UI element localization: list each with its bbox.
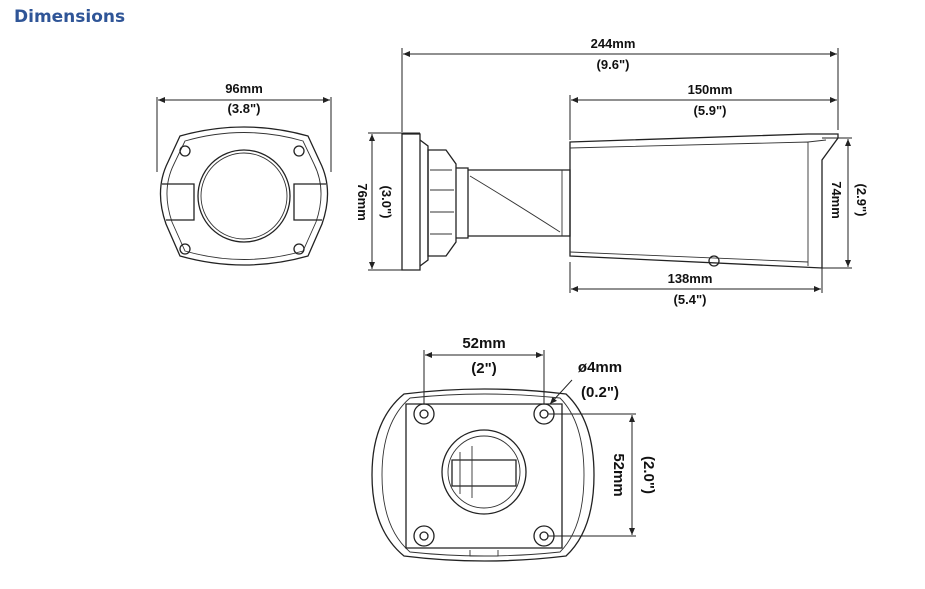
screw-icon [293, 243, 305, 255]
base-view: 52mm (2") ø4mm (0.2") 52mm (2.0") [371, 335, 657, 562]
lens-circle [197, 149, 291, 243]
base-length-mm-label: 138mm [668, 271, 713, 286]
body-height-mm-label: 74mm [829, 181, 844, 219]
base-length-in-label: (5.4") [674, 292, 707, 307]
front-view: 96mm (3.8") [156, 81, 332, 266]
length-total-in-label: (9.6") [597, 57, 630, 72]
mount-arm [468, 169, 571, 237]
mounting-hole-icon [413, 403, 435, 425]
mounting-hole-icon [413, 525, 435, 547]
hole-spacing-h-in-label: (2") [471, 360, 496, 377]
hole-spacing-v-mm-label: 52mm [610, 453, 627, 496]
width-in-label: (3.8") [228, 101, 261, 116]
screw-icon [179, 243, 191, 255]
cable-hole [441, 429, 527, 515]
base-inner-plate [405, 403, 563, 549]
screw-icon [179, 145, 191, 157]
mounting-hole-icon [533, 403, 555, 425]
length-total-mm-label: 244mm [591, 36, 636, 51]
body-length-in-label: (5.9") [694, 103, 727, 118]
side-view: 244mm (9.6") 150mm (5.9") 138mm (5.4") 7… [355, 36, 869, 307]
screw-icon [708, 255, 720, 267]
hole-diameter-mm-label: ø4mm [578, 359, 622, 376]
mount-base-outline [371, 388, 595, 562]
hole-diameter-in-label: (0.2") [581, 384, 619, 401]
width-mm-label: 96mm [225, 81, 263, 96]
ir-window-right [293, 183, 326, 221]
swivel-joint [427, 149, 457, 257]
body-length-mm-label: 150mm [688, 82, 733, 97]
camera-front-outline [159, 126, 329, 266]
ir-window-left [162, 183, 195, 221]
hole-spacing-h-mm-label: 52mm [462, 335, 505, 352]
mount-plate [401, 133, 421, 271]
hole-spacing-v-in-label: (2.0") [640, 456, 657, 494]
mount-height-mm-label: 76mm [355, 183, 370, 221]
mount-height-in-label: (3.0") [379, 186, 394, 219]
screw-icon [293, 145, 305, 157]
camera-body-outline [569, 133, 839, 269]
mounting-hole-icon [533, 525, 555, 547]
leader-line [549, 379, 573, 405]
page-title: Dimensions [14, 7, 126, 27]
body-height-in-label: (2.9") [854, 184, 869, 217]
cable-channel [451, 459, 517, 487]
